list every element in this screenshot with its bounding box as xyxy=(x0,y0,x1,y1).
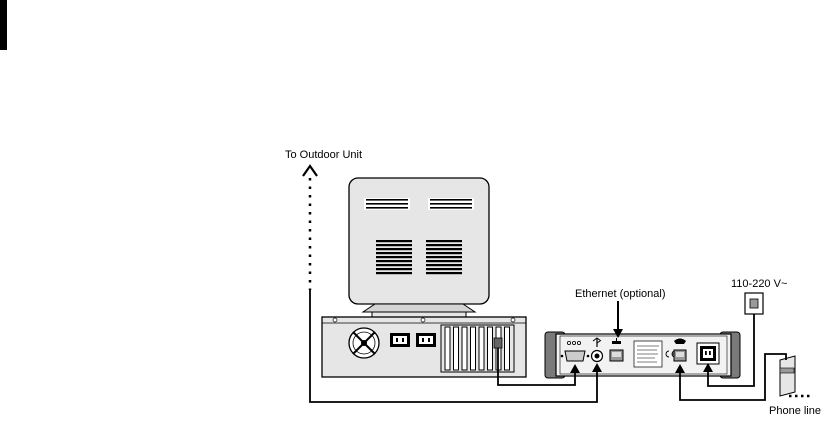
monitor-right-grille xyxy=(426,240,462,274)
pc-chassis xyxy=(322,317,526,377)
ethernet-arrow xyxy=(613,301,623,338)
fan-icon xyxy=(349,328,379,358)
phone-wall-jack xyxy=(780,356,811,396)
monitor-top-left-vent xyxy=(366,199,408,209)
outdoor-unit-link xyxy=(303,166,317,290)
modem-label-sticker xyxy=(634,341,662,367)
monitor-left-grille xyxy=(376,240,412,274)
power-socket xyxy=(697,343,719,364)
pc-network-card-port xyxy=(494,338,502,348)
phone-port xyxy=(674,339,686,362)
monitor xyxy=(349,178,489,317)
wall-power-outlet xyxy=(745,293,763,314)
monitor-top-right-vent xyxy=(430,199,472,209)
